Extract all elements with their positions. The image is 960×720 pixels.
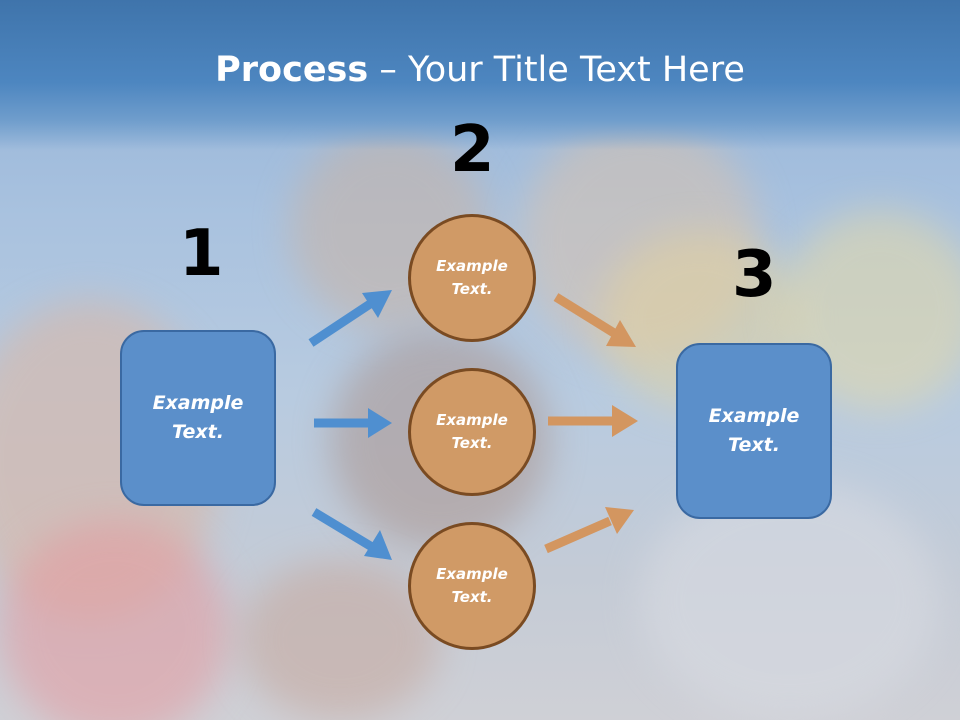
step-number-1: 1 — [179, 217, 224, 291]
title-banner — [0, 0, 960, 150]
step-3-text: Example Text. — [708, 405, 800, 456]
step-1-text: Example Text. — [152, 392, 244, 443]
arrow-bottom-to-3 — [544, 507, 634, 554]
step-1-box: Example Text. — [120, 330, 276, 506]
arrow-1-to-middle — [314, 408, 392, 438]
arrow-top-to-3 — [553, 293, 636, 347]
step-number-3: 3 — [732, 238, 777, 312]
background-photo-blob — [0, 520, 230, 720]
circle-text: Example Text. — [436, 565, 508, 606]
step-2-circle-top: Example Text. — [408, 214, 536, 342]
circle-text: Example Text. — [436, 411, 508, 452]
background-photo-blob — [240, 560, 440, 720]
slide-title: Process – Your Title Text Here — [0, 50, 960, 90]
title-bold: Process — [215, 50, 369, 90]
arrow-middle-to-3 — [548, 405, 638, 437]
arrow-1-to-top — [308, 290, 392, 347]
step-2-circle-bottom: Example Text. — [408, 522, 536, 650]
background-photo-blob — [640, 480, 940, 720]
arrow-1-to-bottom — [311, 508, 392, 560]
circle-text: Example Text. — [436, 257, 508, 298]
step-number-2: 2 — [450, 113, 495, 187]
step-2-circle-middle: Example Text. — [408, 368, 536, 496]
title-rest: – Your Title Text Here — [368, 50, 745, 90]
step-3-box: Example Text. — [676, 343, 832, 519]
